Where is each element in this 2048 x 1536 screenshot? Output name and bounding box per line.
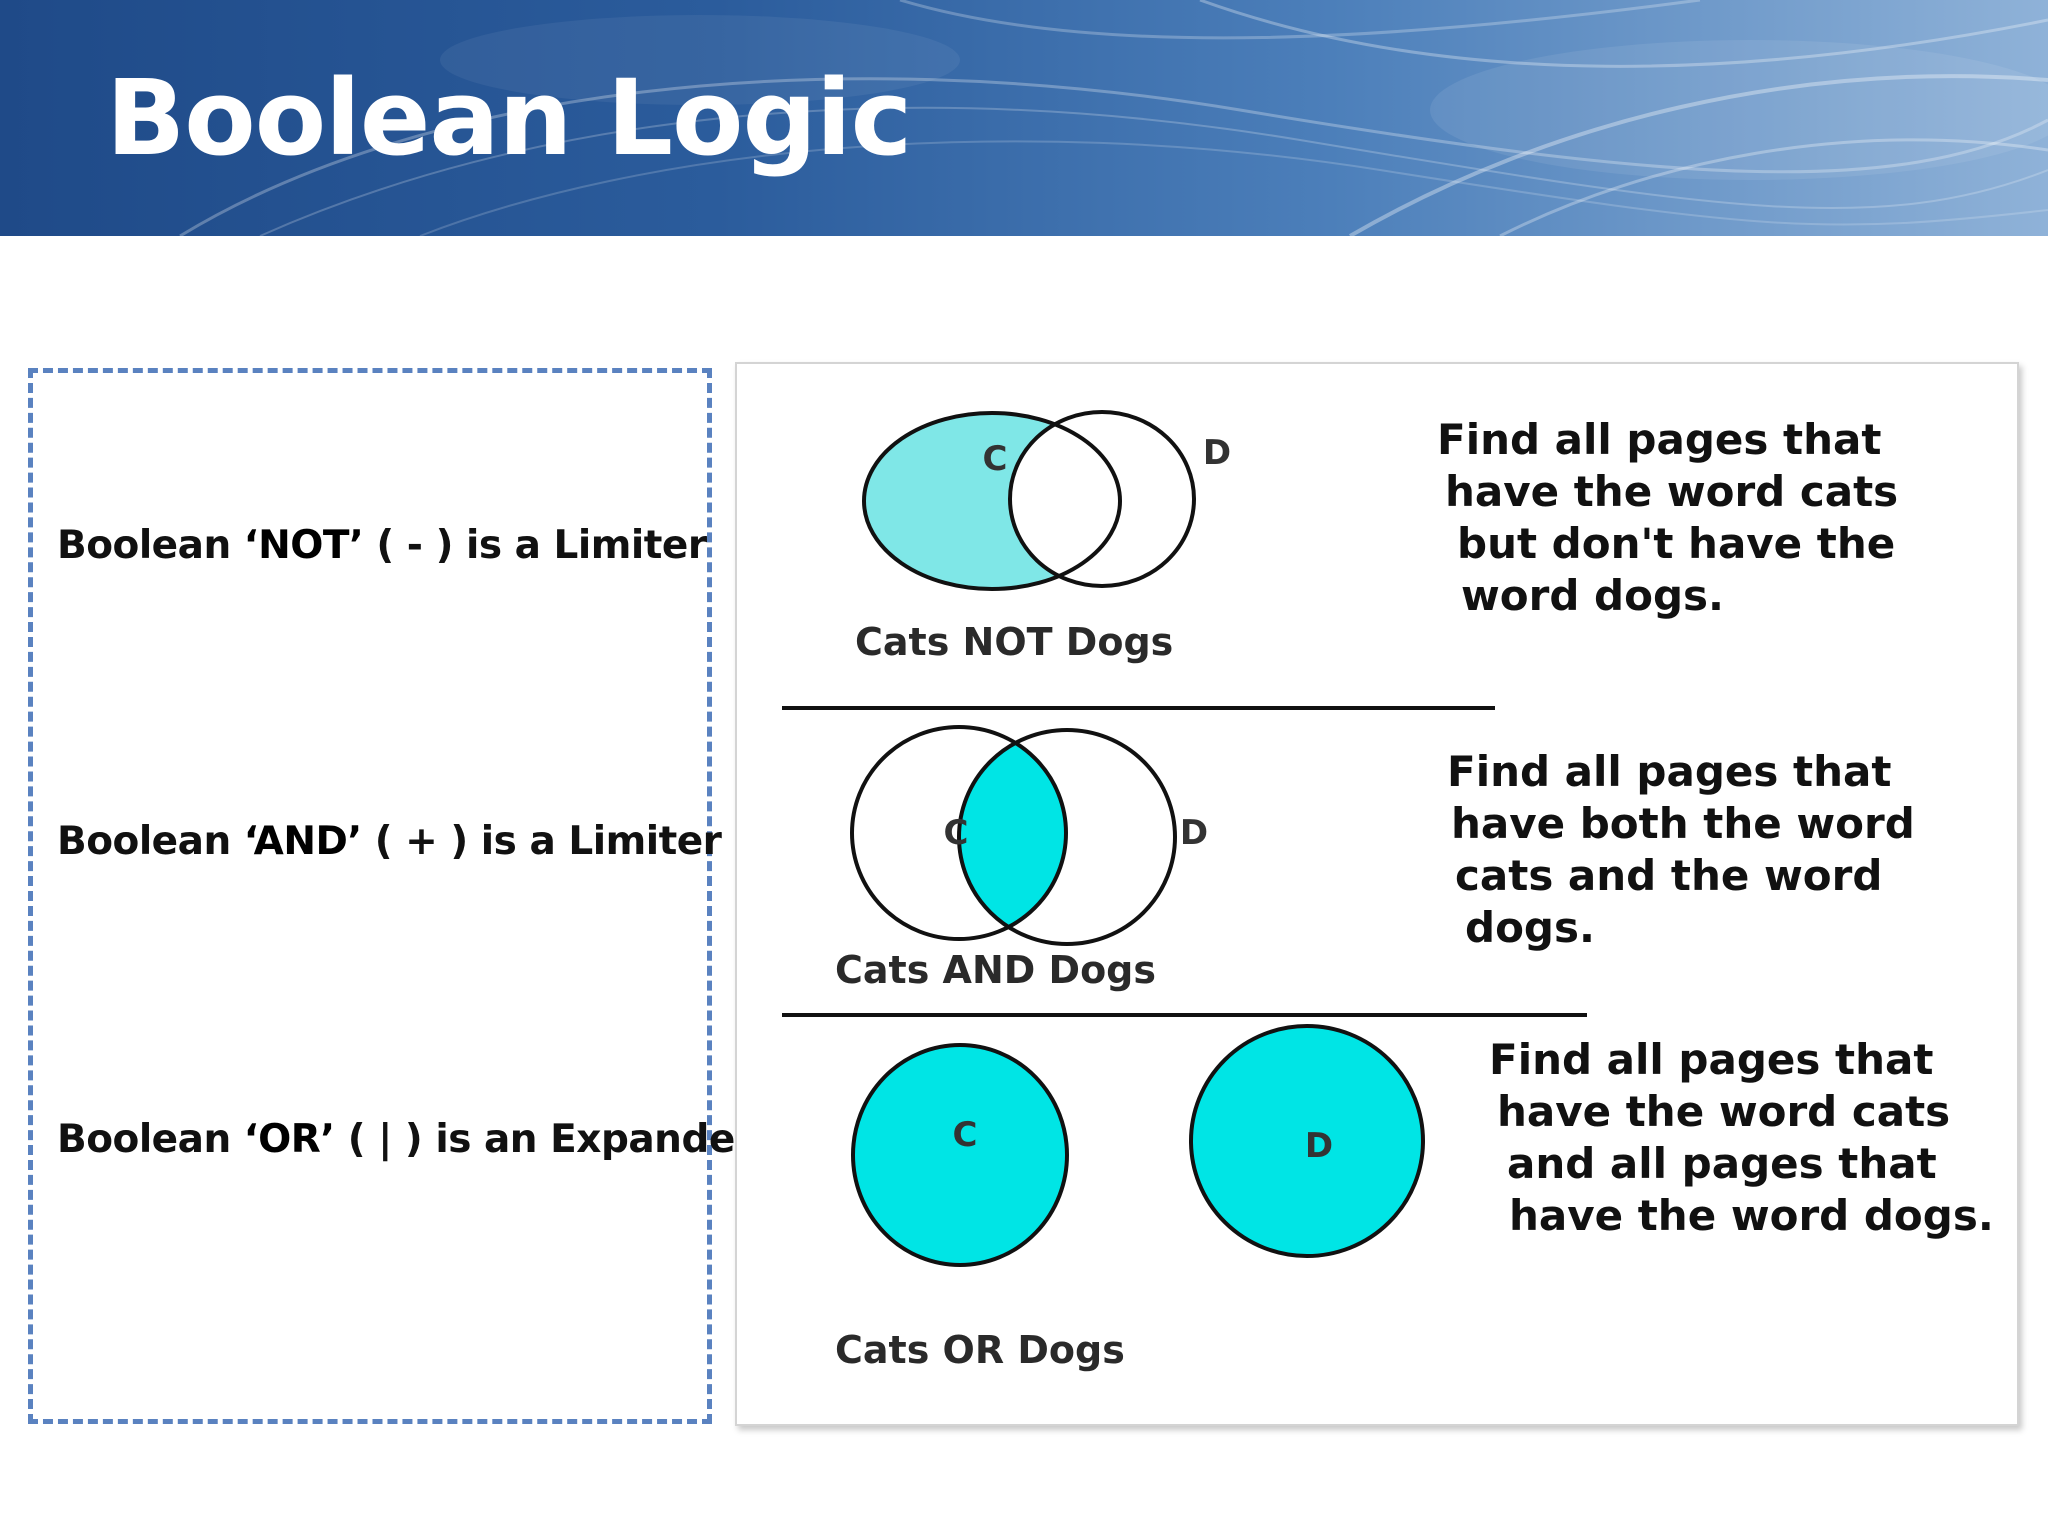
venn-diagram-panel: C D C D C D Cats NO [735,362,2019,1426]
venn-not-label-c: C [983,439,1008,479]
venn-and-description-line: dogs. [1465,903,1595,952]
header-banner: Boolean Logic [0,0,2048,236]
rule-and: Boolean ‘AND’ ( + ) is a Limiter [57,819,722,864]
venn-not-description-line: but don't have the [1457,519,1896,568]
venn-not-description-line: Find all pages that [1437,415,1882,464]
venn-diagrams-svg: C D C D C D [782,410,1587,1267]
venn-and-circle-d [957,728,1177,946]
venn-or-description-line: have the word cats [1497,1087,1951,1136]
venn-or-circle-c [851,1043,1069,1267]
rule-or-suffix: ( | ) is an Expander [334,1117,754,1162]
rule-or-operator: ‘OR’ [243,1117,335,1162]
venn-and-circle-c [850,725,1068,941]
page-title: Boolean Logic [106,57,912,179]
rule-not: Boolean ‘NOT’ ( - ) is a Limiter [57,523,707,568]
venn-or: C D [851,1024,1425,1267]
venn-not-circle-d-fill [1010,412,1194,586]
venn-not-circle-c [862,411,1122,591]
rule-or-prefix: Boolean [57,1117,244,1162]
venn-and-label-d: D [1180,813,1208,853]
venn-not-circle-d [1008,410,1196,588]
venn-not-label-d: D [1203,433,1231,473]
venn-or-circle-d [1189,1024,1425,1258]
banner-swirl-decoration [179,0,2048,236]
venn-and-intersection-fill [959,730,1066,939]
venn-not: C D [862,410,1231,591]
rule-and-prefix: Boolean [57,819,244,864]
venn-and-description-line: cats and the word [1455,851,1883,900]
venn-or-label-c: C [953,1115,978,1155]
venn-or-description-line: and all pages that [1507,1139,1937,1188]
rule-and-suffix: ( + ) is a Limiter [361,819,722,864]
venn-or-caption: Cats OR Dogs [835,1328,1125,1372]
rule-not-suffix: ( - ) is a Limiter [363,523,707,568]
rule-not-operator: ‘NOT’ [243,523,364,568]
venn-or-description: Find all pages that have the word cats a… [1489,1034,1994,1242]
rule-not-prefix: Boolean [57,523,244,568]
venn-and-description: Find all pages that have both the word c… [1447,746,1915,954]
rule-or: Boolean ‘OR’ ( | ) is an Expander [57,1117,754,1162]
rule-and-operator: ‘AND’ [243,819,362,864]
venn-or-label-d: D [1305,1126,1333,1166]
venn-not-caption: Cats NOT Dogs [855,620,1174,664]
venn-and: C D [850,725,1208,946]
venn-or-description-line: Find all pages that [1489,1035,1934,1084]
venn-not-description: Find all pages that have the word cats b… [1437,414,1898,622]
venn-and-description-line: have both the word [1451,799,1915,848]
venn-and-label-c: C [944,813,969,853]
venn-and-caption: Cats AND Dogs [835,948,1156,992]
venn-not-description-line: have the word cats [1445,467,1899,516]
venn-or-description-line: have the word dogs. [1509,1191,1994,1240]
venn-and-description-line: Find all pages that [1447,747,1892,796]
venn-not-description-line: word dogs. [1461,571,1724,620]
boolean-rules-box: Boolean ‘NOT’ ( - ) is a Limiter Boolean… [28,368,754,1424]
